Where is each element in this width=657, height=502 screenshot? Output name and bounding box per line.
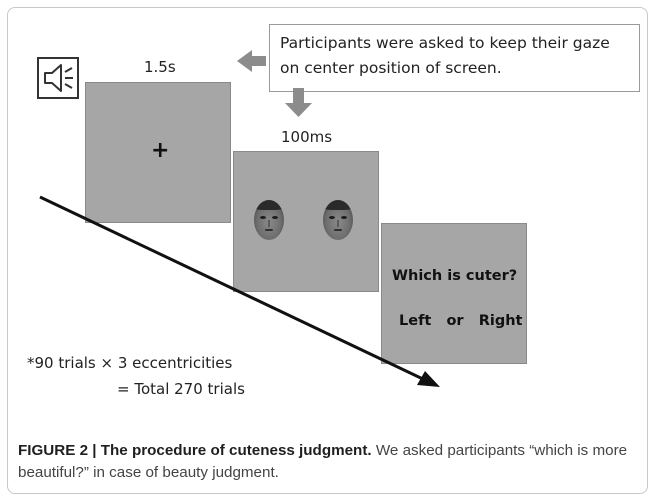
question-screen bbox=[381, 223, 527, 364]
fixation-cross: + bbox=[151, 138, 170, 163]
face-duration-label: 100ms bbox=[281, 128, 333, 146]
caption-text: We asked participants “which is more bea… bbox=[18, 442, 628, 481]
figure-caption: FIGURE 2 | The procedure of cuteness jud… bbox=[18, 440, 638, 484]
gaze-note-line2: on center position of screen. bbox=[280, 59, 502, 77]
gaze-note-line1: Participants were asked to keep their ga… bbox=[280, 34, 610, 52]
stimulus-duration-label: 1.5s bbox=[144, 58, 176, 76]
trials-line2: = Total 270 trials bbox=[117, 380, 245, 398]
face-right bbox=[323, 200, 353, 240]
question-line1: Which is cuter? bbox=[392, 268, 518, 284]
question-line2: Left or Right bbox=[399, 313, 523, 329]
caption-label: FIGURE 2 | The procedure of cuteness jud… bbox=[18, 442, 372, 459]
trials-line1: *90 trials × 3 eccentricities bbox=[27, 354, 233, 372]
gaze-note-box: Participants were asked to keep their ga… bbox=[269, 24, 640, 92]
face-left bbox=[254, 200, 284, 240]
